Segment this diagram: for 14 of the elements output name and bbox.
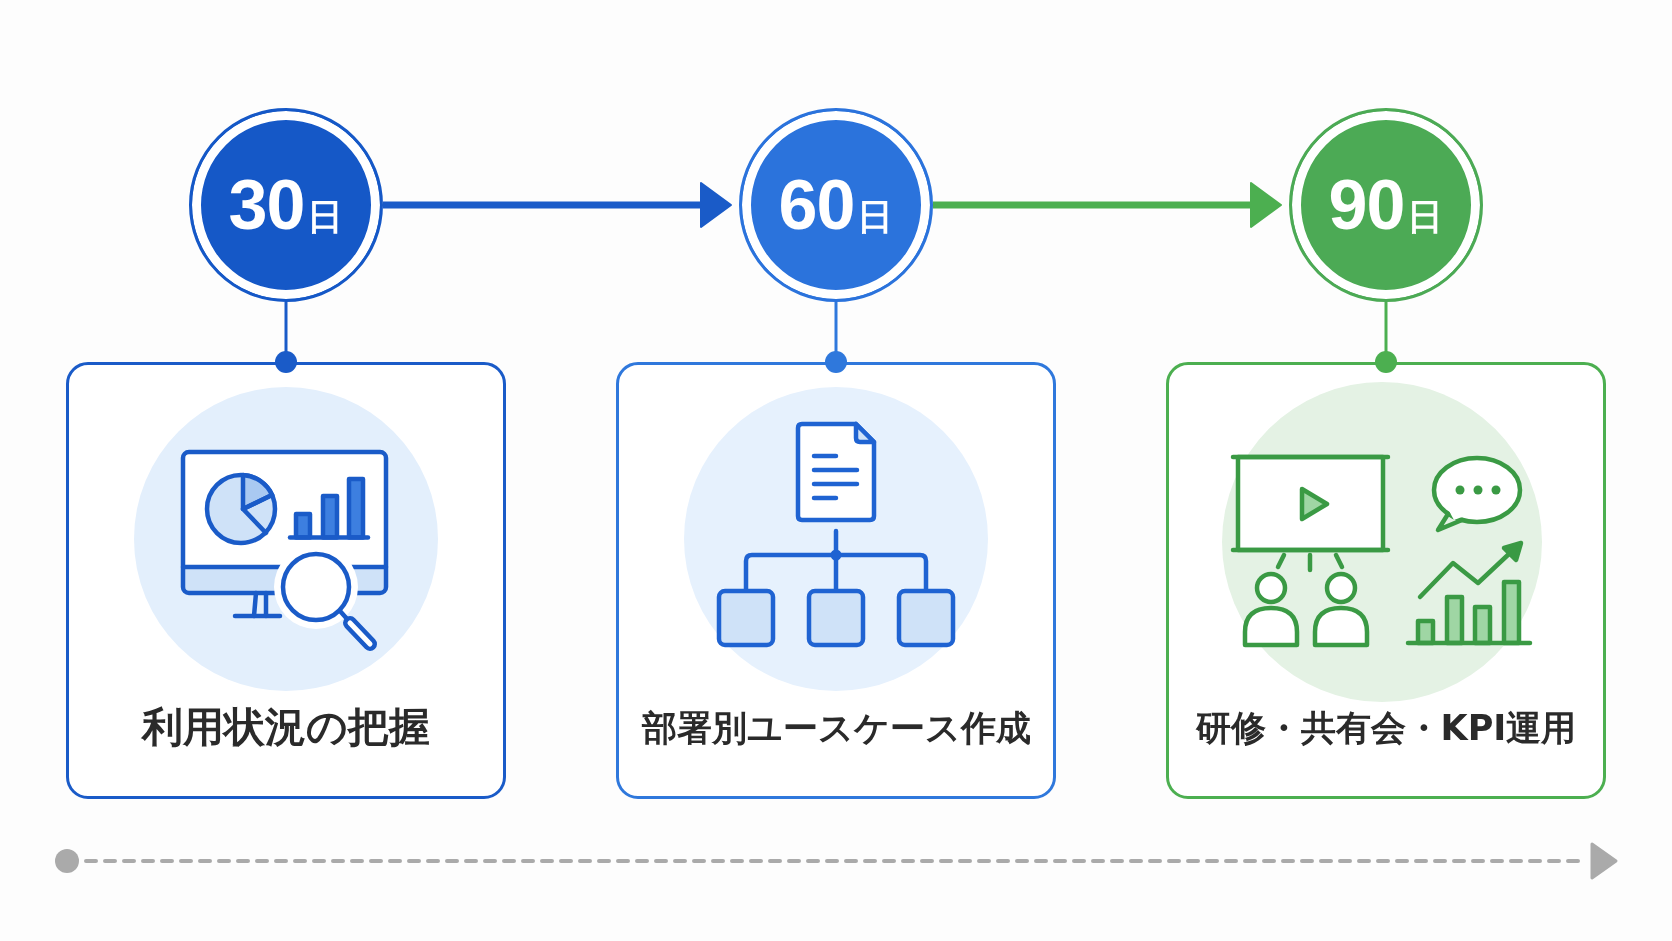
- card-title: 利用状況の把握: [140, 703, 431, 753]
- card-title: 研修・共有会・KPI運用: [1194, 707, 1578, 749]
- step-card: [1166, 362, 1606, 799]
- connector-line: [1375, 302, 1397, 373]
- connector-line: [825, 302, 847, 373]
- day-label: 60日: [778, 170, 894, 240]
- arrow: [933, 182, 1282, 228]
- day-label: 30日: [228, 170, 344, 240]
- arrow: [383, 182, 732, 228]
- step-card: [616, 362, 1056, 799]
- card-title: 部署別ユースケース作成: [640, 707, 1032, 749]
- day-label: 90日: [1328, 170, 1444, 240]
- step-card: [66, 362, 506, 799]
- connector-line: [275, 302, 297, 373]
